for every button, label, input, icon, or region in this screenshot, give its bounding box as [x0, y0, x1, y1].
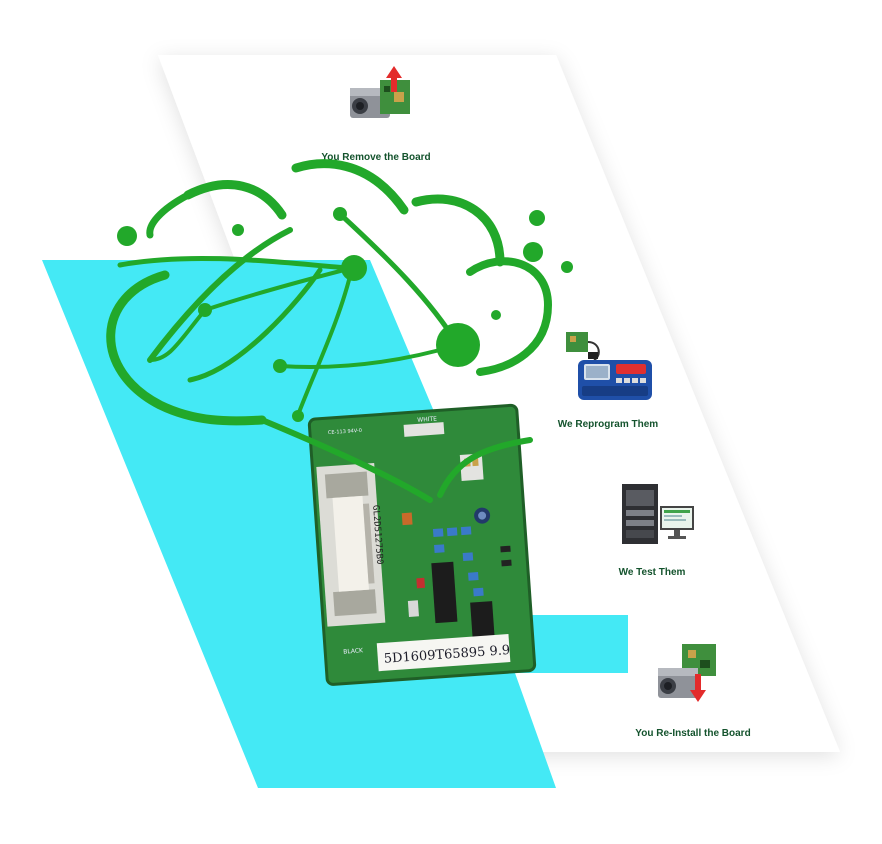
silkscreen-black: BLACK: [343, 647, 364, 655]
board-install-icon: [652, 640, 728, 708]
silkscreen-ce: CE-113 94V-0: [328, 428, 362, 436]
step-label-reprogram: We Reprogram Them: [557, 419, 659, 430]
step-label-test: We Test Them: [618, 567, 686, 578]
fuse-text: GL2D51275B0: [370, 505, 384, 565]
board-remove-icon: [342, 62, 418, 132]
step-label-remove: You Remove the Board: [321, 152, 431, 163]
silkscreen-white: WHITE: [417, 416, 437, 424]
programmer-icon: [562, 330, 662, 408]
step-label-reinstall: You Re-Install the Board: [635, 728, 751, 739]
test-station-icon: [614, 482, 696, 548]
